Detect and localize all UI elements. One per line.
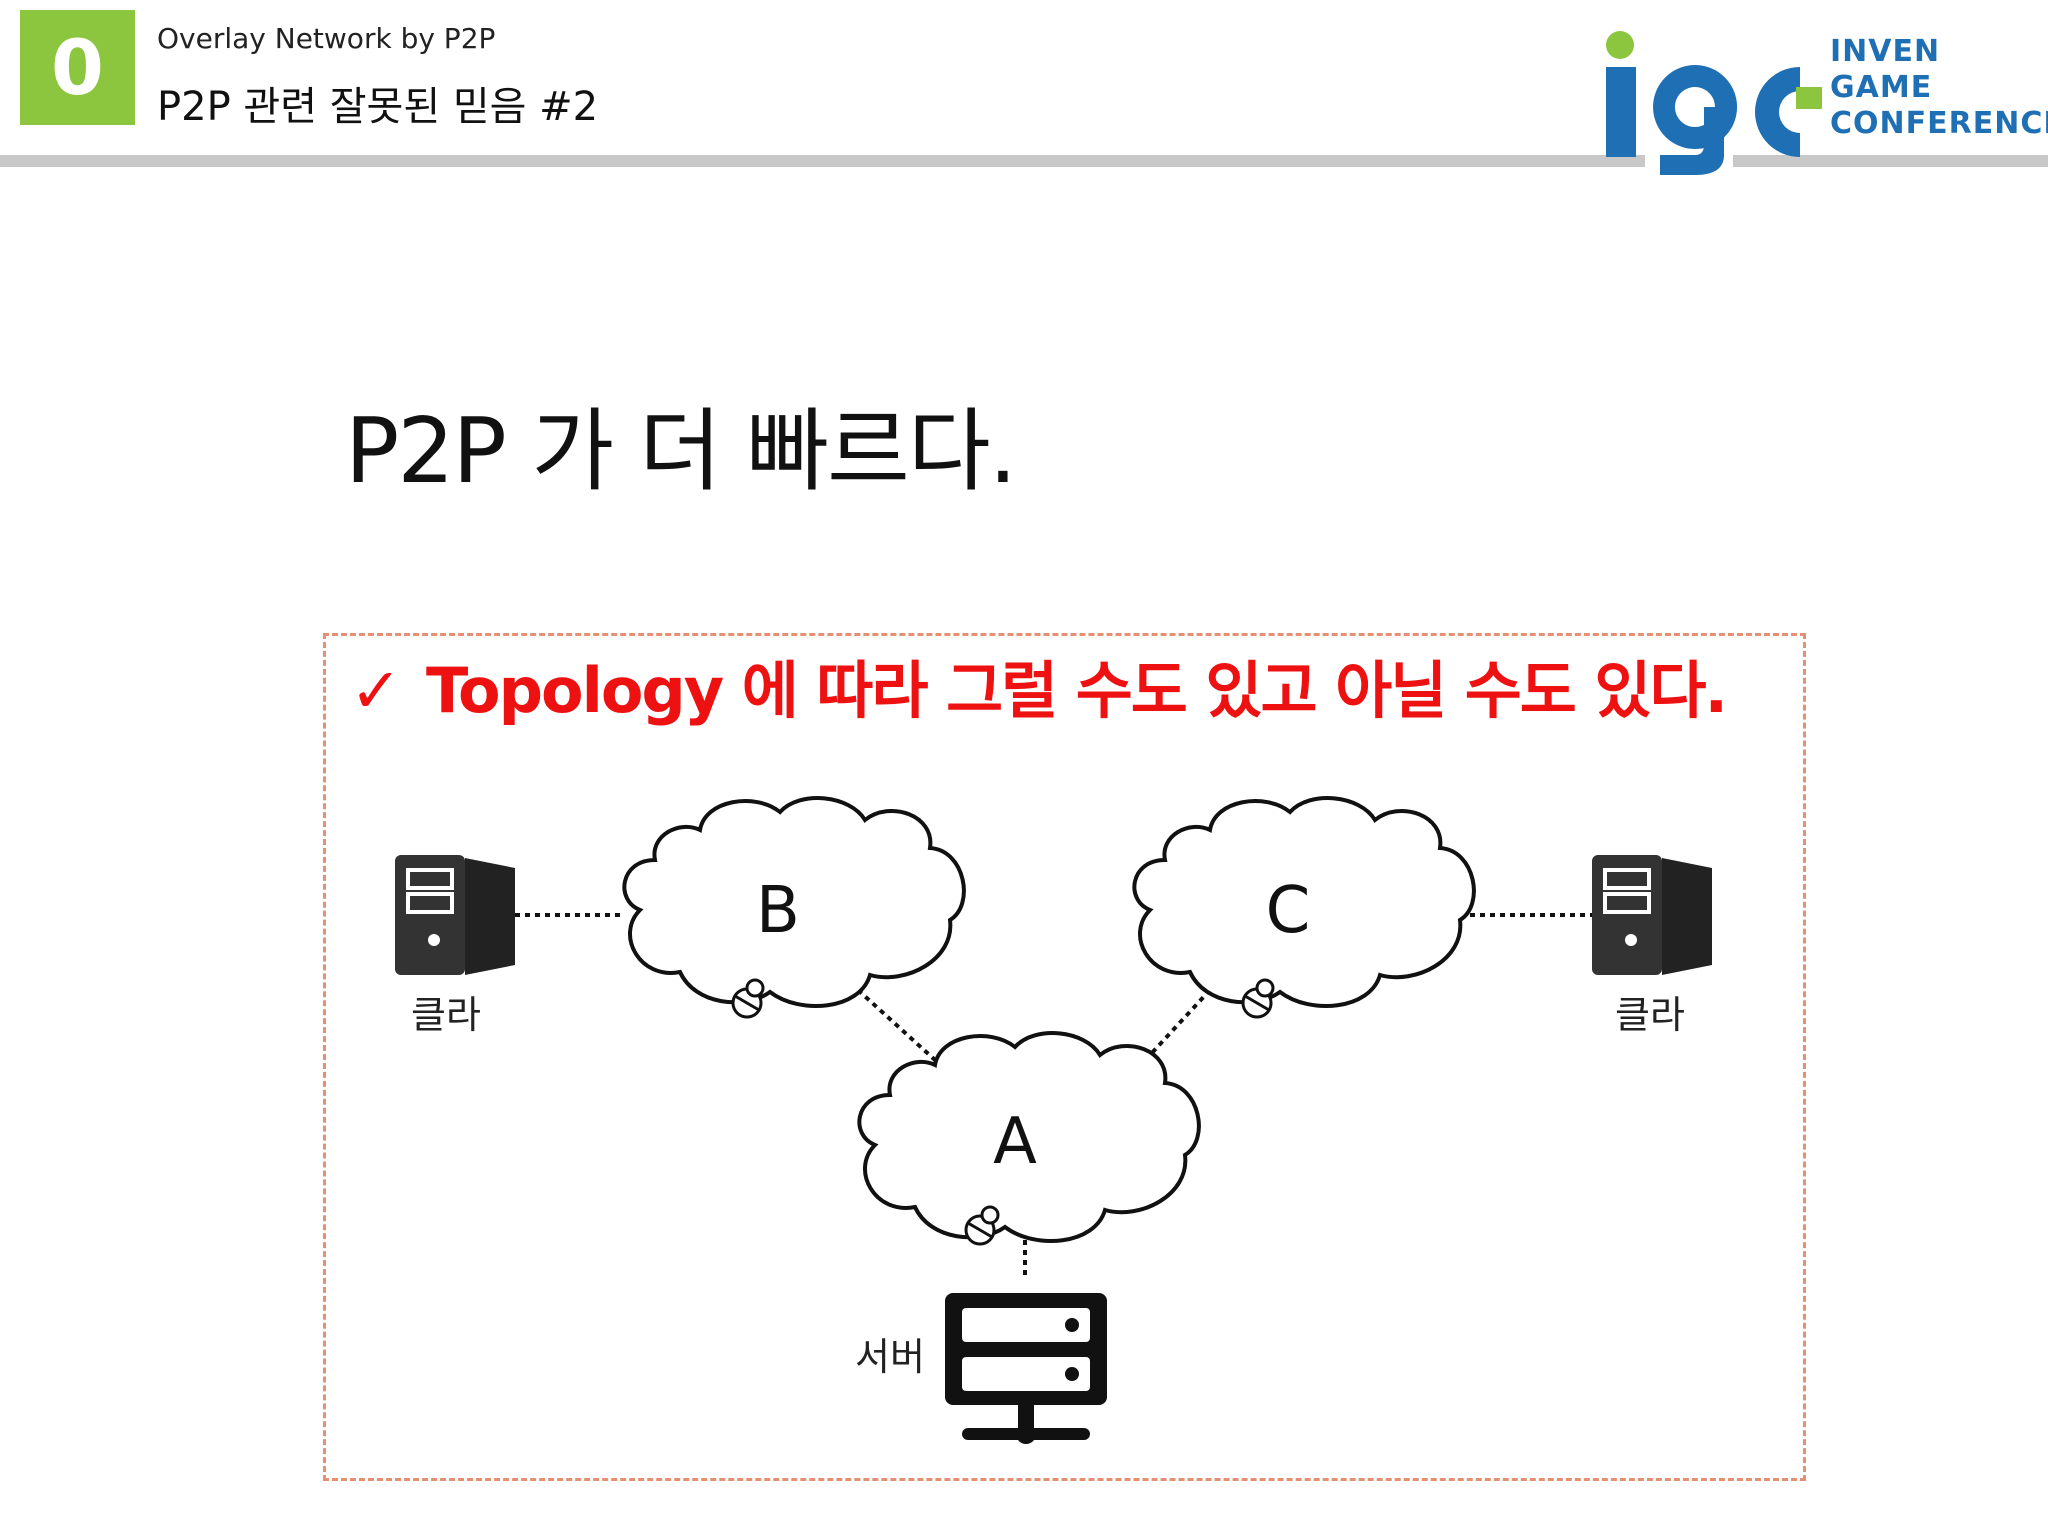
callout-statement: ✓ Topology 에 따라 그럴 수도 있고 아닐 수도 있다. [350, 640, 1728, 730]
diagram-frame [323, 633, 1806, 1481]
section-title: Overlay Network by P2P [157, 22, 496, 55]
header-divider-right [1733, 155, 2048, 167]
cloud-a: A [857, 1031, 1201, 1244]
callout-text: Topology 에 따라 그럴 수도 있고 아닐 수도 있다. [425, 654, 1728, 727]
slide-number-badge: 0 [20, 10, 135, 125]
cloud-label-c: C [1266, 874, 1311, 948]
logo-line-1: INVEN [1830, 34, 1941, 69]
header-divider-left [0, 155, 1645, 167]
cloud-c: C [1132, 796, 1476, 1009]
client-computer-right-icon [1592, 855, 1712, 975]
router-icon-b [731, 978, 765, 1019]
cloud-b: B [622, 796, 966, 1009]
igc-logo-mark [1606, 31, 1822, 175]
link-c-to-a [1148, 988, 1212, 1057]
server-label: 서버 [855, 1335, 925, 1379]
server-icon [945, 1293, 1107, 1444]
cloud-label-b: B [756, 874, 800, 948]
link-b-to-a [856, 988, 937, 1062]
igc-logo [1606, 31, 1822, 175]
checkmark-icon: ✓ [350, 654, 402, 727]
network-links [515, 913, 1595, 1280]
slide-subtitle: P2P 관련 잘못된 믿음 #2 [157, 84, 599, 130]
router-icon-a [964, 1205, 1000, 1246]
cloud-label-a: A [993, 1105, 1037, 1179]
main-heading: P2P 가 더 빠르다. [345, 399, 1017, 504]
router-icon-c [1241, 978, 1275, 1019]
client-computer-left-icon [395, 855, 515, 975]
client-left-label: 클라 [411, 993, 481, 1037]
client-right-label: 클라 [1615, 993, 1685, 1037]
logo-line-3: CONFERENCE [1830, 106, 2048, 141]
logo-line-2: GAME [1830, 70, 1933, 105]
